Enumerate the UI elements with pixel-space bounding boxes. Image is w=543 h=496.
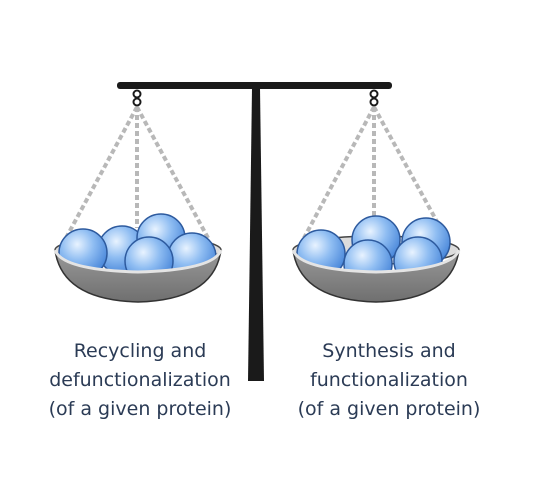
- right-pan-caption: Synthesis and functionalization (of a gi…: [279, 337, 499, 424]
- left-pan-balls: [58, 213, 217, 286]
- left-pan-caption: Recycling and defunctionalization (of a …: [30, 337, 250, 424]
- right-caption-line-1: Synthesis and: [322, 340, 456, 362]
- right-chains: [302, 106, 448, 239]
- left-caption-line-2: defunctionalization: [49, 369, 231, 391]
- right-pan-rim: [291, 249, 461, 274]
- left-pan-rim: [53, 249, 223, 274]
- right-caption-line-2: functionalization: [310, 369, 468, 391]
- left-caption-line-3: (of a given protein): [48, 398, 232, 420]
- scale-stand: [248, 88, 264, 381]
- scale-beam: [117, 82, 392, 89]
- left-chains: [64, 106, 210, 239]
- left-caption-line-1: Recycling and: [73, 340, 207, 362]
- right-hook: [369, 89, 379, 107]
- right-caption-line-3: (of a given protein): [297, 398, 481, 420]
- left-hook: [132, 89, 142, 107]
